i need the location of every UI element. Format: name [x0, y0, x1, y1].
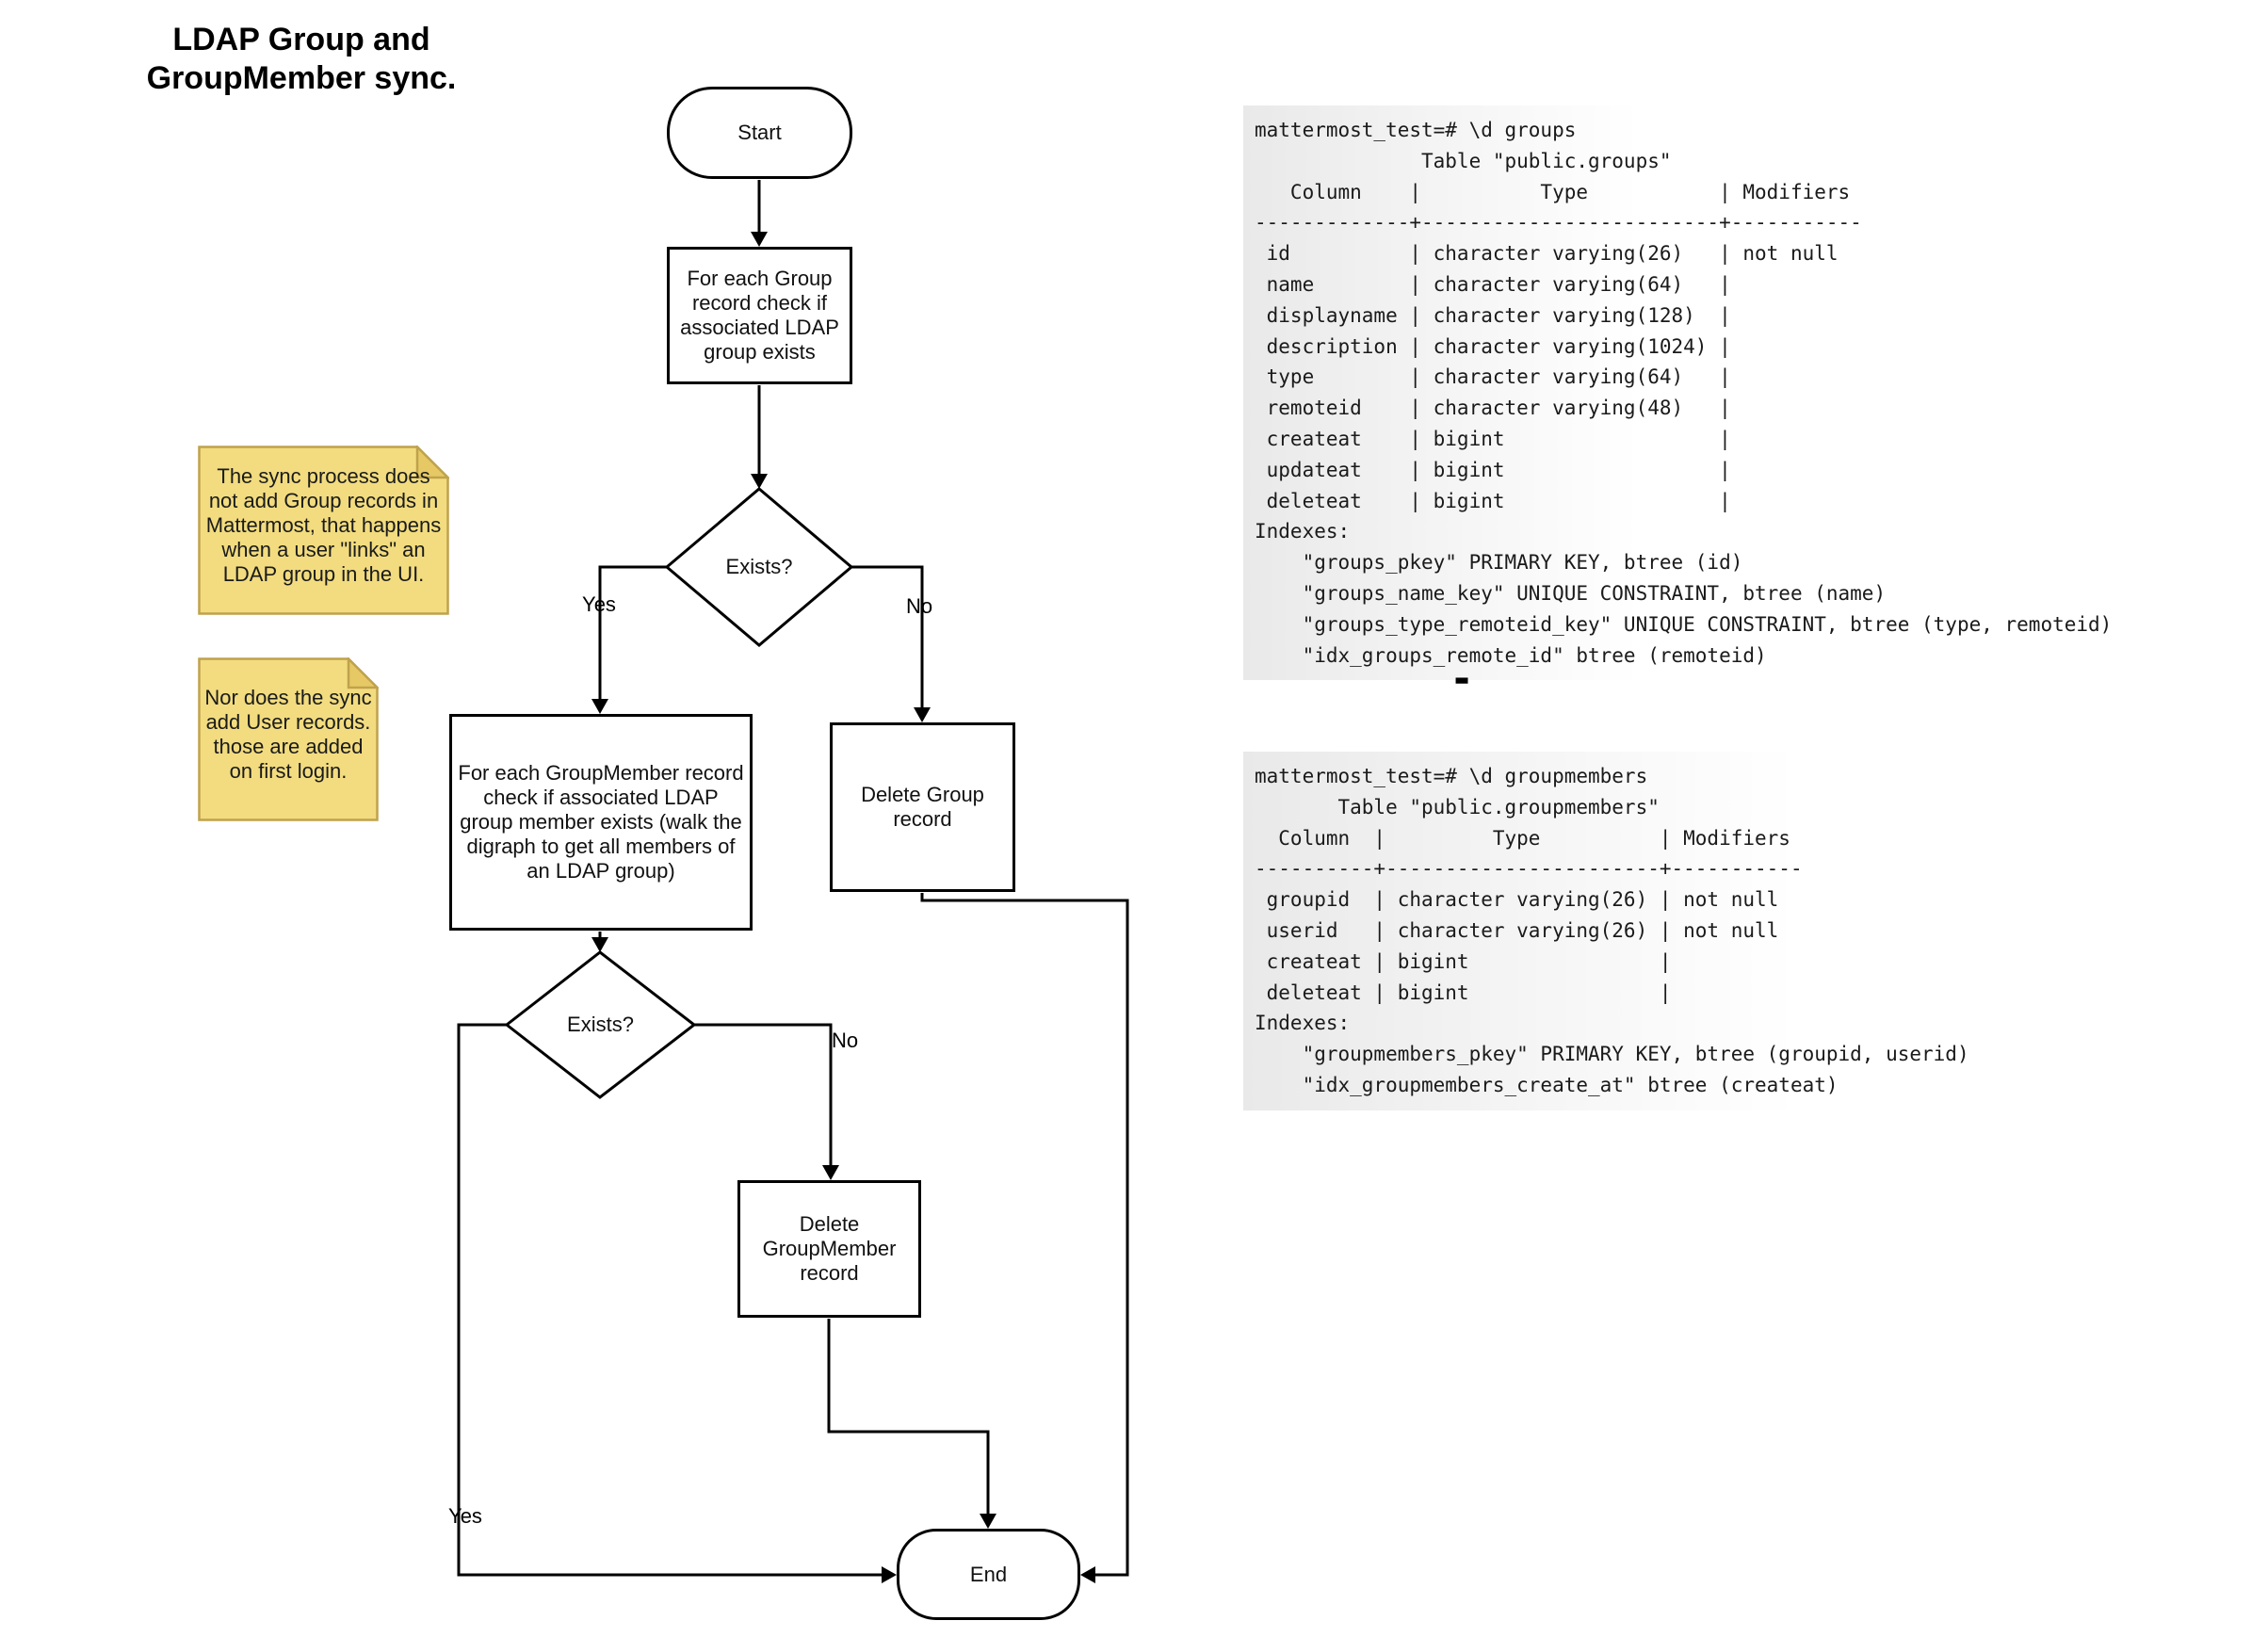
terminal-cursor: ▬: [1454, 671, 1470, 689]
process-check-member-node: For each GroupMember record check if ass…: [449, 714, 753, 931]
edge-label-yes-2: Yes: [448, 1504, 482, 1528]
sticky-note-shape: [198, 657, 379, 821]
arrowhead: [591, 937, 608, 952]
edge-label-yes-1: Yes: [582, 592, 616, 616]
edge-decision2-no: [694, 1023, 833, 1165]
start-node: Start: [667, 87, 852, 179]
sticky-note-user-sync: Nor does the sync add User records. thos…: [198, 657, 379, 821]
arrowhead: [751, 232, 768, 247]
page-title: LDAP Group and GroupMember sync.: [146, 22, 457, 96]
process-delete-group-label: Delete Group record: [861, 783, 984, 831]
decision-member-exists-label: Exists?: [567, 1013, 634, 1036]
start-node-label: Start: [737, 121, 782, 144]
decision-member-exists-diamond: [504, 950, 697, 1099]
process-delete-member-label: Delete GroupMember record: [762, 1212, 897, 1285]
decision-group-exists-diamond: [664, 487, 854, 647]
arrowhead: [751, 474, 768, 489]
process-delete-group-node: Delete Group record: [830, 722, 1015, 892]
process-check-member-label: For each GroupMember record check if ass…: [458, 761, 744, 883]
arrowhead: [914, 707, 931, 722]
process-check-group-label: For each Group record check if associate…: [680, 267, 839, 364]
edge-label-no-1: No: [905, 594, 933, 618]
end-node-label: End: [969, 1562, 1008, 1586]
process-check-group-node: For each Group record check if associate…: [667, 247, 852, 384]
process-delete-member-node: Delete GroupMember record: [737, 1180, 921, 1318]
edge-decision1-no: [851, 565, 924, 707]
arrowhead: [980, 1514, 996, 1529]
edge-decision1-yes: [598, 565, 667, 699]
sticky-note-user-sync-text: Nor does the sync add User records. thos…: [204, 686, 372, 783]
sticky-note-group-sync: The sync process does not add Group reco…: [198, 446, 449, 615]
terminal-groups-table: mattermost_test=# \d groups Table "publi…: [1243, 105, 2124, 681]
arrowhead: [591, 699, 608, 714]
terminal-groupmembers-table: mattermost_test=# \d groupmembers Table …: [1243, 752, 1981, 1110]
arrowhead: [882, 1566, 897, 1583]
arrowhead: [822, 1165, 839, 1180]
sticky-note-shape: [198, 446, 449, 615]
end-node: End: [897, 1529, 1080, 1620]
edge-delete-member-to-end: [827, 1319, 990, 1514]
arrowhead: [1080, 1566, 1095, 1583]
sticky-note-group-sync-text: The sync process does not add Group reco…: [205, 464, 442, 586]
decision-group-exists-label: Exists?: [725, 555, 793, 578]
edge-delete-group-to-end: [920, 893, 1129, 1577]
edge-label-no-2: No: [831, 1029, 859, 1052]
